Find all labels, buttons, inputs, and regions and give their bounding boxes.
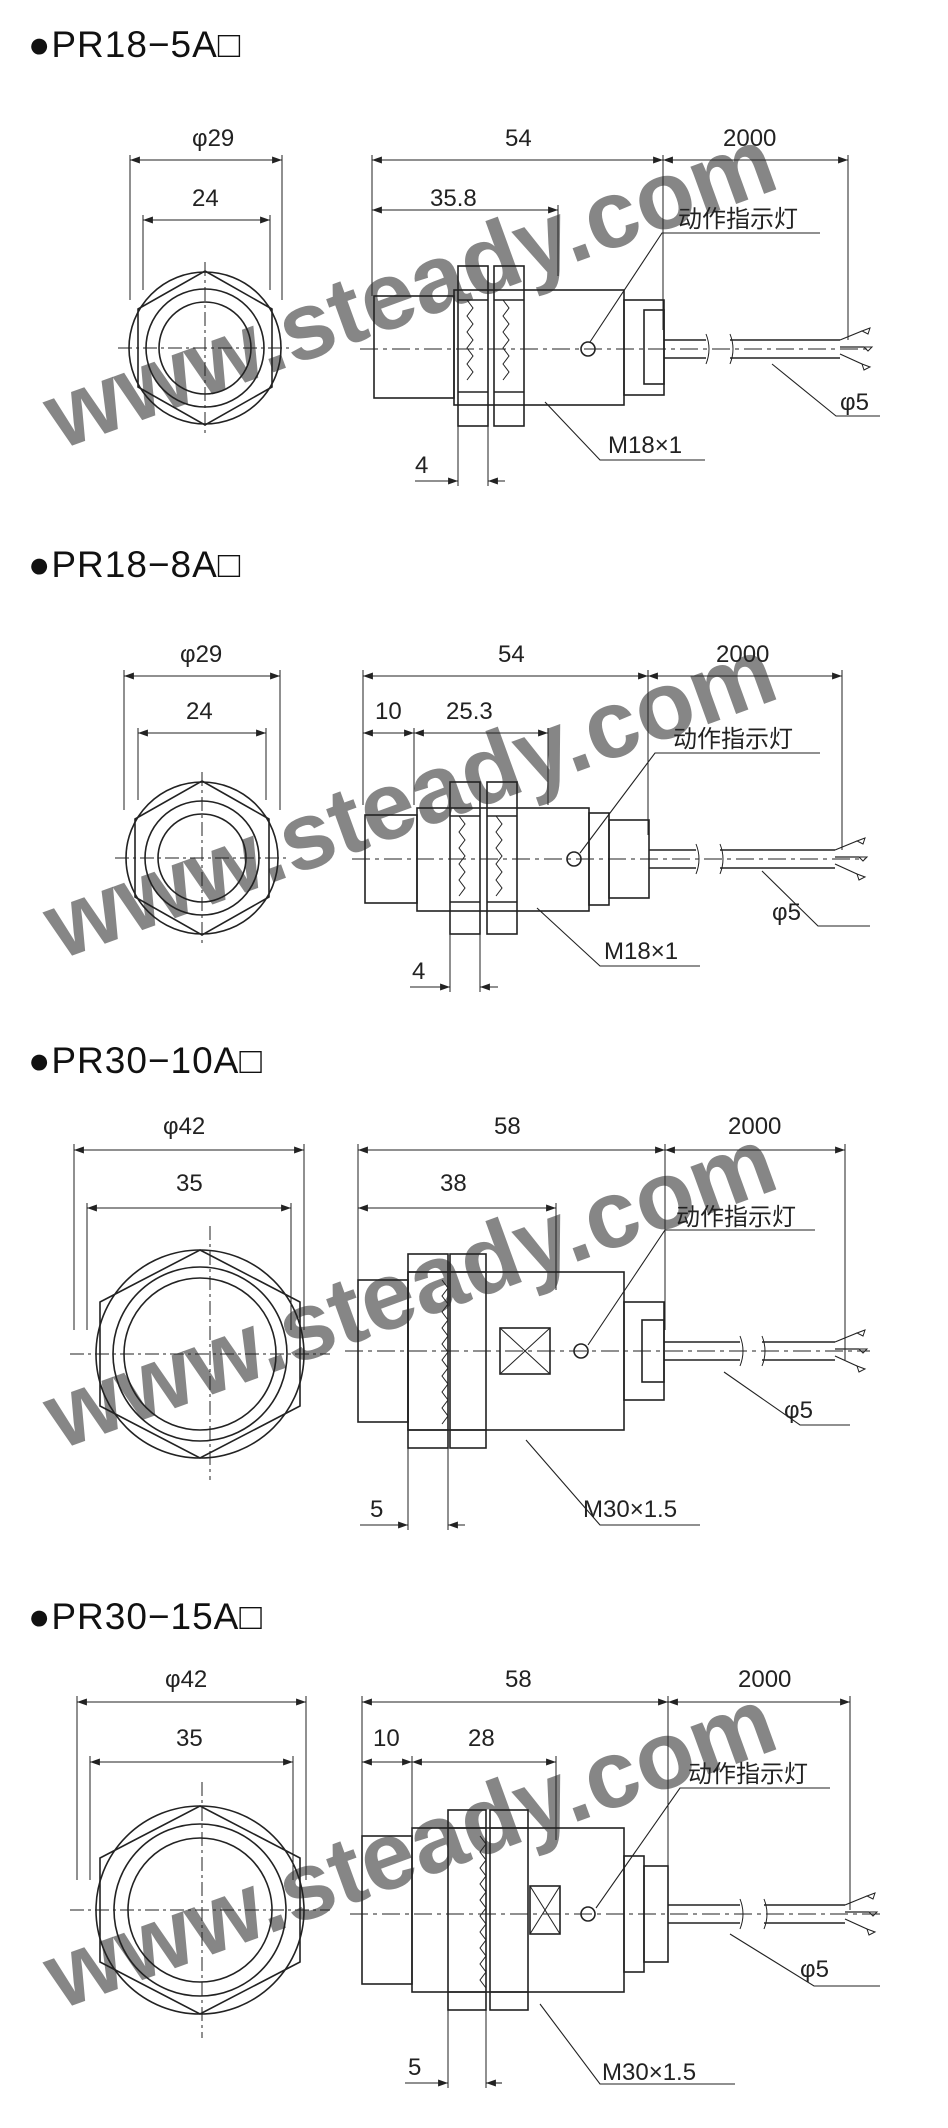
cable-length: 2000 — [738, 1666, 791, 1693]
front-view — [70, 1696, 330, 2038]
drawing-pr18-8a: ●PR18−8A□ — [0, 540, 948, 1040]
side-view — [345, 1144, 870, 1530]
cable-length: 2000 — [723, 125, 776, 152]
drawing-svg: φ42 35 58 38 2000 动作指示灯 φ5 M30×1.5 5 — [70, 1113, 870, 1530]
drawing-svg: φ29 24 54 35.8 2000 动作指示灯 φ5 M18×1 4 — [118, 125, 880, 486]
thread-length: 28 — [468, 1725, 495, 1752]
front-across-flats: 35 — [176, 1725, 203, 1752]
thread-length: 38 — [440, 1170, 467, 1197]
cable-diameter: φ5 — [784, 1397, 813, 1424]
front-view — [70, 1144, 330, 1480]
side-view — [360, 155, 880, 486]
drawing-pr18-5a: ●PR18−5A□ — [0, 0, 948, 540]
indicator-label: 动作指示灯 — [673, 725, 793, 753]
total-length: 54 — [505, 125, 532, 152]
front-view — [118, 155, 292, 434]
front-outer-diameter: φ29 — [192, 125, 234, 152]
total-length: 54 — [498, 641, 525, 668]
front-outer-diameter: φ42 — [163, 1113, 205, 1140]
indicator-label: 动作指示灯 — [676, 1203, 796, 1231]
indicator-label: 动作指示灯 — [678, 205, 798, 233]
drawing-pr30-15a: ●PR30−15A□ — [0, 1560, 948, 2128]
nut-width: 5 — [408, 2054, 421, 2081]
total-length: 58 — [494, 1113, 521, 1140]
thread-spec: M30×1.5 — [602, 2059, 696, 2086]
cable-length: 2000 — [716, 641, 769, 668]
part-title: ●PR30−10A□ — [28, 1040, 263, 1081]
thread-length: 25.3 — [446, 698, 493, 725]
thread-spec: M18×1 — [608, 432, 682, 459]
cable-diameter: φ5 — [800, 1956, 829, 1983]
cable-diameter: φ5 — [840, 389, 869, 416]
drawing-pr30-10a: ●PR30−10A□ — [0, 1040, 948, 1560]
cable-diameter: φ5 — [772, 899, 801, 926]
thread-spec: M30×1.5 — [583, 1496, 677, 1523]
part-title: ●PR30−15A□ — [28, 1596, 263, 1637]
drawing-svg: φ29 24 54 10 25.3 2000 动作指示灯 φ5 M18×1 4 — [115, 641, 870, 992]
front-outer-diameter: φ42 — [165, 1666, 207, 1693]
thread-spec: M18×1 — [604, 938, 678, 965]
thread-length: 35.8 — [430, 185, 477, 212]
front-view — [115, 670, 290, 944]
nut-width: 4 — [415, 452, 428, 479]
nut-width: 4 — [412, 958, 425, 985]
front-outer-diameter: φ29 — [180, 641, 222, 668]
part-title: ●PR18−8A□ — [28, 544, 242, 585]
front-across-flats: 35 — [176, 1170, 203, 1197]
side-view — [352, 670, 870, 992]
head-length: 10 — [373, 1725, 400, 1752]
head-length: 10 — [375, 698, 402, 725]
indicator-label: 动作指示灯 — [688, 1760, 808, 1788]
part-title: ●PR18−5A□ — [28, 24, 242, 65]
side-view — [350, 1696, 880, 2088]
cable-length: 2000 — [728, 1113, 781, 1140]
front-across-flats: 24 — [192, 185, 219, 212]
nut-width: 5 — [370, 1496, 383, 1523]
total-length: 58 — [505, 1666, 532, 1693]
front-across-flats: 24 — [186, 698, 213, 725]
drawing-svg: φ42 35 58 10 28 2000 动作指示灯 φ5 M30×1.5 5 — [70, 1666, 880, 2088]
